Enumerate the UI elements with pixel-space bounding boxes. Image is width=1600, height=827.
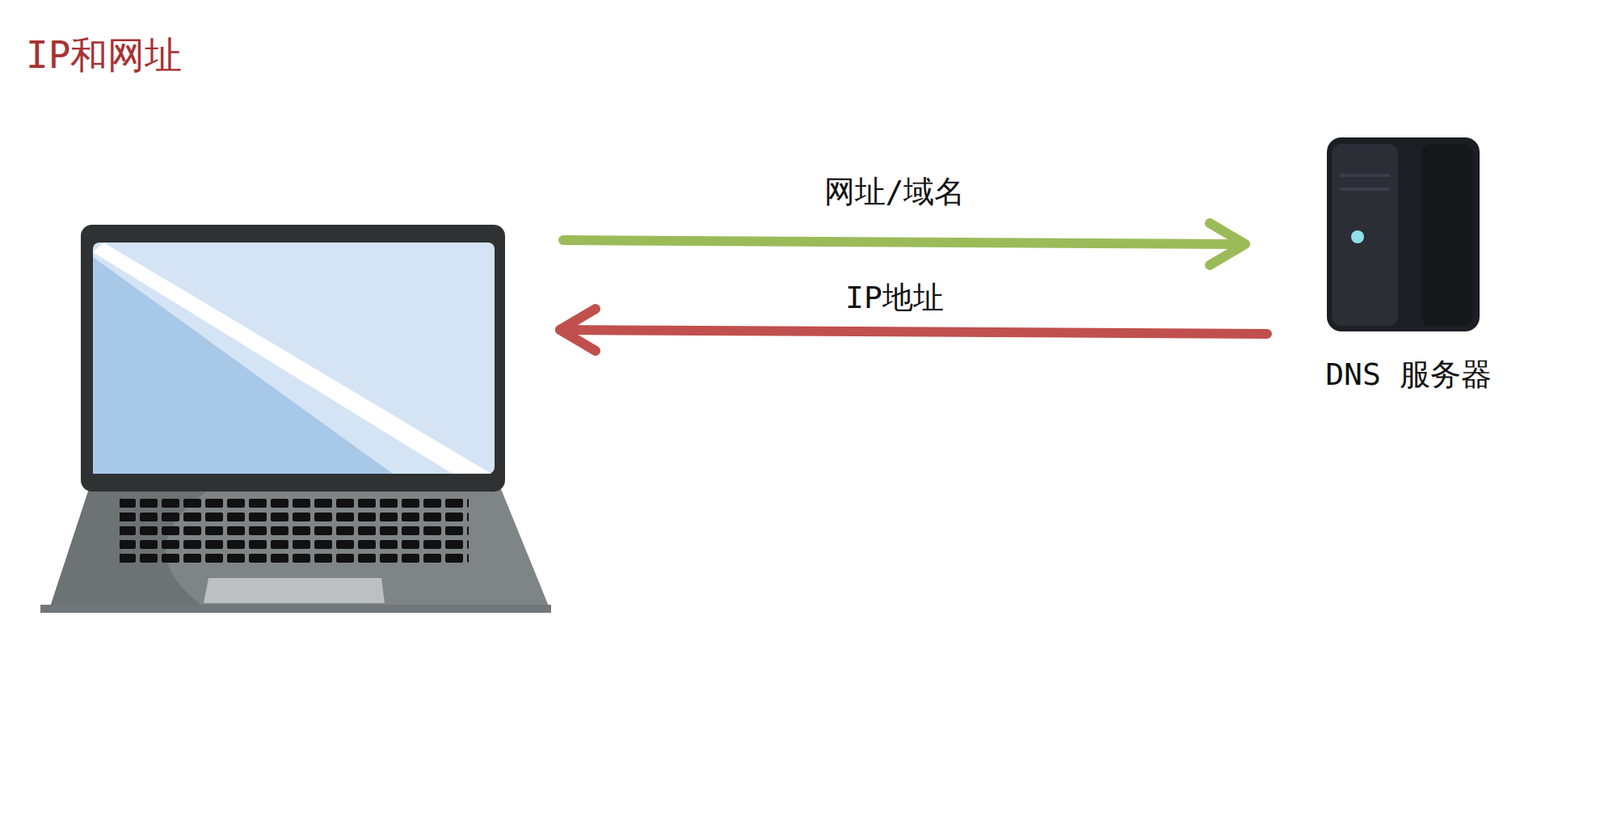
laptop-icon [40, 224, 552, 613]
request-arrow [563, 223, 1246, 266]
arrow-label: 网址/域名 [819, 171, 971, 213]
server-icon [1326, 137, 1480, 332]
arrow-label: IP地址 [840, 277, 949, 319]
node-text: DNS 服务器 [1325, 353, 1492, 396]
title: IP和网址 [25, 30, 182, 81]
server-label: DNS 服务器 [1325, 353, 1492, 396]
